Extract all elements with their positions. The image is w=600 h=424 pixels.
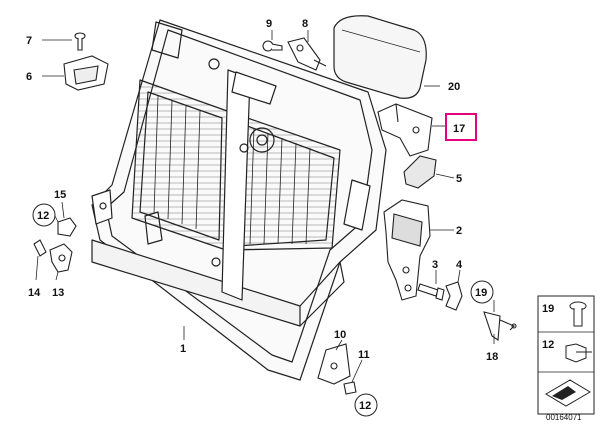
part-13-hinge-bracket[interactable] bbox=[49, 243, 73, 273]
part-18-cable[interactable] bbox=[483, 311, 517, 341]
part-10-hinge[interactable] bbox=[317, 343, 351, 385]
part-17-bracket[interactable] bbox=[377, 103, 433, 157]
part-11-screw[interactable] bbox=[343, 381, 357, 395]
part-9-bolt[interactable] bbox=[262, 40, 283, 52]
label-part-10[interactable]: 10 bbox=[334, 329, 346, 341]
part-7-screw[interactable] bbox=[74, 32, 86, 51]
legend-arrow-icon bbox=[545, 379, 591, 407]
legend-panel: 19 12 bbox=[537, 295, 595, 415]
label-part-12-left[interactable]: 12 bbox=[32, 203, 56, 227]
label-part-3[interactable]: 3 bbox=[432, 259, 438, 271]
label-part-9[interactable]: 9 bbox=[266, 18, 272, 30]
part-2-latch-mechanism[interactable] bbox=[383, 199, 431, 301]
label-part-1[interactable]: 1 bbox=[180, 343, 186, 355]
label-part-14[interactable]: 14 bbox=[28, 287, 41, 299]
label-part-15[interactable]: 15 bbox=[54, 189, 66, 201]
part-14-pin[interactable] bbox=[33, 239, 47, 257]
label-part-7[interactable]: 7 bbox=[26, 35, 32, 47]
label-part-11[interactable]: 11 bbox=[358, 349, 370, 361]
label-part-17-highlighted[interactable]: 17 bbox=[445, 113, 477, 141]
label-part-8[interactable]: 8 bbox=[302, 18, 308, 30]
part-5-cap[interactable] bbox=[403, 155, 437, 189]
legend-label-12: 12 bbox=[542, 339, 554, 351]
part-3-bolt[interactable] bbox=[417, 283, 445, 301]
part-4-clip[interactable] bbox=[445, 281, 463, 311]
svg-text:12: 12 bbox=[359, 400, 371, 412]
label-part-6[interactable]: 6 bbox=[26, 71, 32, 83]
label-part-12-bottom[interactable]: 12 bbox=[354, 393, 378, 417]
seat-backrest-frame[interactable] bbox=[91, 19, 387, 381]
drawing-number: 00164071 bbox=[546, 413, 582, 422]
label-part-5[interactable]: 5 bbox=[456, 173, 462, 185]
legend-screw-icon bbox=[569, 301, 587, 327]
svg-text:12: 12 bbox=[37, 210, 49, 222]
label-part-4[interactable]: 4 bbox=[456, 259, 463, 271]
svg-text:17: 17 bbox=[453, 123, 465, 135]
part-15-nut[interactable] bbox=[57, 217, 77, 237]
label-part-13[interactable]: 13 bbox=[52, 287, 64, 299]
label-part-19[interactable]: 19 bbox=[470, 280, 494, 304]
label-part-18[interactable]: 18 bbox=[486, 351, 498, 363]
label-part-2[interactable]: 2 bbox=[456, 225, 462, 237]
label-part-20[interactable]: 20 bbox=[448, 81, 460, 93]
legend-label-19: 19 bbox=[542, 303, 554, 315]
part-20-cover[interactable] bbox=[333, 15, 427, 99]
part-8-bracket[interactable] bbox=[287, 37, 327, 71]
part-6-trim-cover[interactable] bbox=[63, 55, 109, 91]
svg-text:19: 19 bbox=[475, 287, 487, 299]
legend-bolt-icon bbox=[565, 343, 592, 363]
leader-lines bbox=[35, 30, 495, 383]
